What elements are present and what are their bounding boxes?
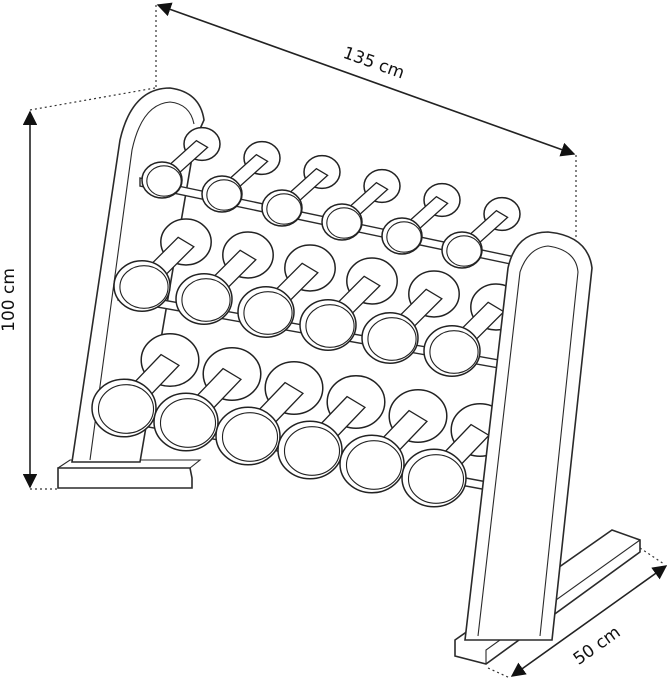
dumbbell-bottom-tier-3 (215, 361, 324, 466)
depth-extension-back (639, 547, 665, 565)
plate-rim (181, 278, 231, 322)
front-plate (91, 378, 157, 438)
plate-rim (243, 291, 293, 335)
plate-rim (221, 412, 279, 462)
front-plate (401, 448, 467, 508)
front-plate (261, 189, 303, 227)
dumbbell-middle-tier-5 (361, 270, 460, 364)
plate-rim (386, 221, 422, 253)
width-label: 135 cm (340, 43, 407, 83)
front-plate (361, 312, 419, 364)
plate-rim (446, 235, 482, 267)
front-plate (113, 260, 171, 312)
front-plate (321, 203, 363, 241)
width-arrow (156, 2, 576, 157)
right-upright (464, 231, 593, 641)
plate-rim (283, 426, 341, 476)
dumbbell-top-tier-5 (381, 182, 461, 255)
dumbbell-top-tier-6 (441, 196, 521, 269)
plate-rim (159, 398, 217, 448)
plate-rim (429, 330, 479, 374)
front-plate (201, 175, 243, 213)
plate-rim (326, 207, 362, 239)
plate-rim (206, 179, 242, 211)
front-plate (299, 299, 357, 351)
left-foot (57, 467, 193, 489)
dumbbell-middle-tier-3 (237, 244, 336, 338)
plate-rim (97, 384, 155, 434)
dumbbell-middle-tier-4 (299, 257, 398, 351)
plate-rim (266, 193, 302, 225)
plate-rim (407, 454, 465, 504)
front-plate (423, 325, 481, 377)
front-plate (277, 420, 343, 480)
dumbbells (91, 126, 522, 508)
height-dimension: 100 cm (0, 87, 156, 490)
front-plate (339, 434, 405, 494)
dumbbell-bottom-tier-2 (153, 347, 262, 452)
dumbbell-top-tier-2 (201, 140, 281, 213)
dumbbell-top-tier-1 (141, 126, 221, 199)
height-label: 100 cm (0, 268, 19, 332)
dumbbell-bottom-tier-4 (277, 375, 386, 480)
depth-arrow (510, 565, 668, 677)
dumbbell-top-tier-4 (321, 168, 401, 241)
front-plate (237, 286, 295, 338)
front-plate (175, 273, 233, 325)
plate-rim (345, 440, 403, 490)
dumbbell-bottom-tier-5 (339, 389, 448, 494)
front-plate (381, 217, 423, 255)
front-plate (141, 161, 183, 199)
right-frame (454, 231, 641, 665)
front-plate (215, 406, 281, 466)
plate-rim (119, 265, 169, 309)
dumbbell-middle-tier-2 (175, 231, 274, 325)
plate-rim (305, 304, 355, 348)
dumbbell-top-tier-3 (261, 154, 341, 227)
height-extension-top (29, 87, 156, 111)
front-plate (153, 392, 219, 452)
front-plate (441, 231, 483, 269)
dumbbell-middle-tier-1 (113, 218, 212, 312)
depth-extension-front (487, 667, 511, 679)
dumbbell-bottom-tier-1 (91, 333, 200, 438)
plate-rim (367, 317, 417, 361)
plate-rim (146, 165, 182, 197)
